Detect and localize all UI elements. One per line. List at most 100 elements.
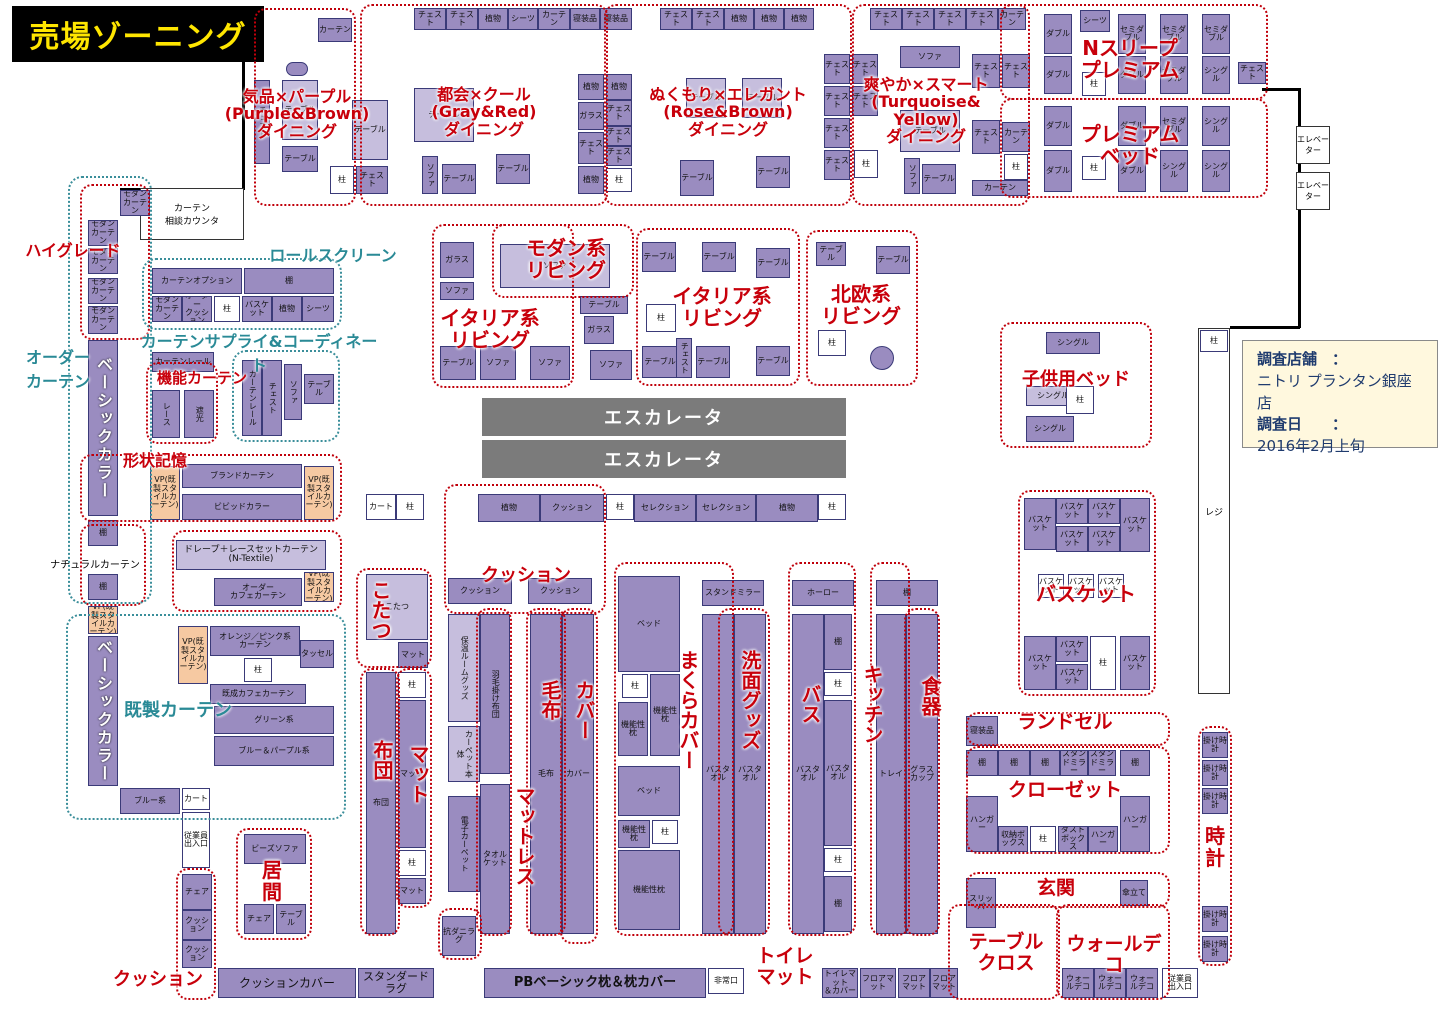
zone-turquoise bbox=[852, 4, 1030, 206]
zone-roll-screen bbox=[142, 258, 342, 330]
fixture-pillow: 機能性枕 bbox=[650, 674, 680, 756]
fixture-glass: ガラス bbox=[584, 316, 614, 344]
bed-double: ダブル bbox=[1044, 150, 1072, 192]
pillar: 柱 bbox=[1030, 826, 1056, 852]
fixture-chest: チェスト bbox=[262, 360, 282, 436]
dining-table: テーブル bbox=[352, 100, 388, 160]
zone-basket bbox=[1018, 490, 1156, 696]
func-pillow-shelf: 機能性枕 bbox=[618, 850, 680, 930]
zone-wash bbox=[718, 608, 770, 936]
bed-double: ダブル bbox=[1044, 56, 1072, 94]
fixture-curtain: カーテン bbox=[538, 8, 570, 30]
bed-double: ダブル bbox=[1118, 106, 1146, 146]
fixture-basket: バスケット bbox=[1056, 664, 1088, 690]
store-label: 調査店舗 ： bbox=[1257, 350, 1348, 368]
fixture-basket: バスケット bbox=[1088, 498, 1120, 524]
fixture-lace: レース bbox=[152, 390, 180, 438]
fixture-shelf: 植物 bbox=[606, 74, 632, 100]
fixture-pillow: 機能性枕 bbox=[618, 820, 650, 848]
fixture-chest: チェスト bbox=[606, 146, 632, 166]
living-sofa: ソファ bbox=[480, 346, 516, 380]
standard-rug-shelf: スタンダードラグ bbox=[358, 968, 434, 998]
fixture-chest: チェスト bbox=[972, 54, 1000, 88]
elevator-2: エレベーター bbox=[1296, 172, 1330, 210]
fixture-chest: チェスト bbox=[414, 8, 446, 30]
living-table: テーブル bbox=[642, 346, 678, 378]
fixture-basket: バスケット bbox=[1120, 498, 1150, 552]
living-table: テーブル bbox=[580, 296, 628, 314]
fixture-chest: チェスト bbox=[824, 118, 850, 148]
fixture-basket: バスケット bbox=[1098, 574, 1124, 598]
brand-curtain: ブランドカーテン bbox=[182, 464, 302, 488]
register: レジ bbox=[1198, 328, 1230, 694]
pb-pillow-shelf: PBベーシック枕＆枕カバー bbox=[484, 968, 706, 998]
fixture-curtain: カーテン bbox=[1002, 122, 1030, 152]
fixture-cushion: クッション bbox=[448, 578, 512, 604]
bed-single: シングル bbox=[1026, 416, 1074, 442]
down-futon: 羽毛掛け布団 bbox=[480, 614, 510, 774]
living-table: テーブル bbox=[696, 346, 730, 378]
fixture-glass: ガラス bbox=[440, 242, 474, 278]
floor-mat-shelf: フロアマット bbox=[898, 968, 930, 998]
bath-shelf-2: バスタオル bbox=[824, 700, 852, 846]
dining-table: テーブル bbox=[756, 156, 790, 188]
fixture-selection: セレクション bbox=[696, 494, 756, 522]
pillar: 柱 bbox=[1066, 386, 1094, 414]
fixture-chest: チェスト bbox=[660, 8, 692, 30]
fixture-chest: チェスト bbox=[446, 8, 478, 30]
pillar: 柱 bbox=[396, 494, 424, 520]
fixture-chest: チェスト bbox=[852, 86, 878, 116]
fixture-chest: チェスト bbox=[692, 8, 724, 30]
zone-n-sleep bbox=[1000, 4, 1268, 100]
fixture-shelf: 棚 bbox=[1120, 750, 1150, 776]
elec-carpet: 電子カーペット bbox=[448, 796, 480, 892]
fixture-basket: バスケット bbox=[1056, 636, 1088, 662]
fixture-sofa: ソファ bbox=[904, 158, 920, 194]
fixture-sofa: ソファ bbox=[422, 156, 438, 194]
fixture-shelf: 植物 bbox=[478, 8, 508, 30]
wall-clock: 掛け時計 bbox=[1202, 906, 1228, 932]
pillar: 柱 bbox=[622, 674, 648, 698]
beads-sofa: ビーズソファ bbox=[244, 834, 306, 864]
bed-single: シングル bbox=[1202, 56, 1230, 94]
fixture-storage: 収納ボックス bbox=[998, 826, 1028, 852]
fixture-chest: チェスト bbox=[1002, 54, 1030, 88]
living-table: テーブル bbox=[642, 242, 676, 272]
pillar: 柱 bbox=[214, 296, 240, 322]
fixture-pillow: 機能性枕 bbox=[618, 702, 648, 756]
green-curtain: グリーン系 bbox=[214, 706, 334, 734]
emergency-exit: 非常口 bbox=[708, 968, 744, 994]
zone-italia-mid bbox=[636, 228, 800, 386]
fixture-basket: バスケット bbox=[1068, 574, 1094, 598]
fixture-curtain: カーテン bbox=[318, 18, 352, 42]
zone-curtain-supply bbox=[232, 350, 340, 442]
orange-pink-curtain: オレンジ／ピンク系 カーテン bbox=[210, 626, 300, 656]
escalator-1: エスカレータ bbox=[482, 398, 846, 436]
fixture-wall-deco: ウォールデコ bbox=[1126, 968, 1158, 998]
vp-display: VP(既製スタイルカーテン) bbox=[304, 572, 334, 602]
pillar: 柱 bbox=[244, 658, 272, 682]
wall-line bbox=[1262, 88, 1300, 91]
fixture-cart: カート bbox=[182, 788, 210, 810]
mat-shelf: マット bbox=[398, 700, 426, 848]
zone-shape-memory bbox=[80, 454, 342, 522]
basic-color-curtain-2: ベーシックカラー bbox=[88, 636, 118, 786]
fixture-hanger: ハンガー bbox=[1088, 826, 1118, 852]
wall-line bbox=[1230, 326, 1300, 329]
fixture-shelf: 棚 bbox=[88, 574, 118, 600]
zone-bath bbox=[788, 562, 856, 936]
fixture-modern-curtain: モダン カーテン bbox=[88, 220, 118, 246]
bed-single: シングル bbox=[1202, 106, 1230, 146]
living-table: テーブル bbox=[756, 248, 790, 278]
vp-display: VP(既製スタイルカーテン) bbox=[178, 626, 208, 684]
fixture-basket: バスケット bbox=[1024, 498, 1056, 550]
living-sofa: ソファ bbox=[530, 346, 570, 380]
fixture-chest: チェスト bbox=[606, 126, 632, 146]
fixture-cushion: クッション bbox=[182, 910, 212, 940]
fixture-shelf: 棚 bbox=[876, 580, 938, 606]
fixture-basket: バスケット bbox=[1056, 526, 1088, 552]
zone-clock bbox=[1198, 726, 1232, 966]
zone-modern bbox=[492, 224, 634, 298]
carpet: カーペット本体 bbox=[448, 726, 480, 782]
zone-premium-bed bbox=[1000, 98, 1268, 198]
